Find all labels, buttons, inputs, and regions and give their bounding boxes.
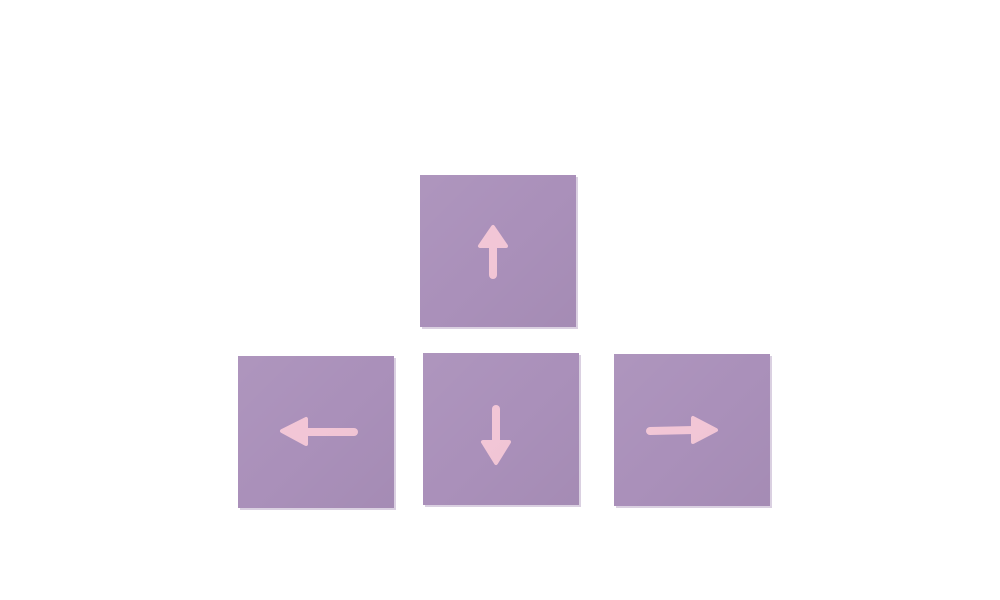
arrow-down-icon: [481, 405, 511, 465]
arrow-left-icon: [280, 417, 358, 446]
left-arrow-key[interactable]: [238, 356, 394, 508]
down-arrow-key[interactable]: [423, 353, 579, 505]
up-arrow-key[interactable]: [420, 175, 576, 327]
arrow-right-icon: [646, 416, 718, 444]
arrow-up-icon: [478, 225, 508, 279]
right-arrow-key[interactable]: [614, 354, 770, 506]
